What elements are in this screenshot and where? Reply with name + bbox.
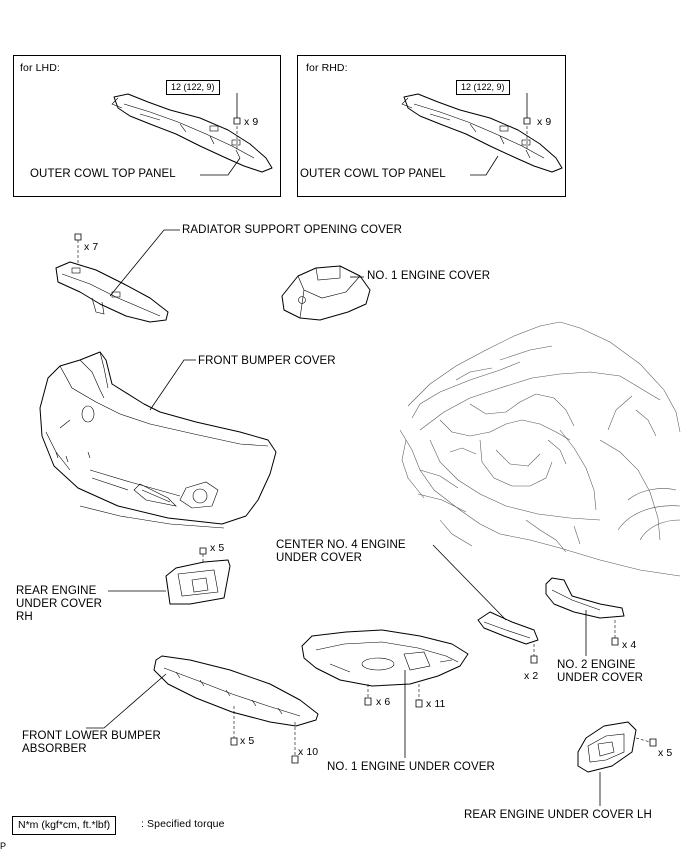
rhd-cowl-panel-illustration — [401, 93, 563, 176]
lhd-outer-cowl-label: OUTER COWL TOP PANEL — [30, 168, 176, 180]
lhd-torque-value: 12 (122, 9) — [166, 80, 220, 95]
radiator-cover-label: RADIATOR SUPPORT OPENING COVER — [182, 224, 403, 236]
no1-under-count-b: x 11 — [426, 698, 446, 710]
engine-cover-illustration — [281, 265, 371, 321]
footer-code: P — [0, 841, 7, 851]
no2-under-count: x 4 — [622, 639, 637, 651]
front-lower-absorber-label: FRONT LOWER BUMPER ABSORBER — [22, 730, 161, 755]
no1-under-cover-illustration — [301, 629, 469, 758]
torque-legend-unit: N*m (kgf*cm, ft.*lbf) — [12, 816, 117, 835]
front-bumper-label: FRONT BUMPER COVER — [198, 355, 336, 367]
front-lower-count-a: x 5 — [240, 735, 255, 747]
no1-under-label: NO. 1 ENGINE UNDER COVER — [327, 761, 495, 773]
rear-lh-count: x 5 — [658, 747, 673, 759]
vehicle-front-illustration — [399, 321, 681, 577]
radiator-support-cover-illustration — [55, 229, 180, 323]
rear-rh-label: REAR ENGINE UNDER COVER RH — [16, 585, 103, 623]
no2-under-label: NO. 2 ENGINE UNDER COVER — [557, 659, 644, 684]
rear-rh-count: x 5 — [210, 542, 225, 554]
lhd-panel — [13, 55, 281, 197]
center-no4-label: CENTER NO. 4 ENGINE UNDER COVER — [276, 539, 406, 564]
rear-lh-under-cover-illustration — [577, 721, 657, 806]
center-no4-count: x 2 — [524, 670, 539, 682]
rhd-panel — [297, 55, 566, 197]
no1-under-count-a: x 6 — [376, 696, 391, 708]
rhd-panel-title: for RHD: — [306, 62, 348, 74]
lhd-bolt-count: x 9 — [244, 116, 259, 128]
engine-cover-label: NO. 1 ENGINE COVER — [367, 270, 491, 282]
lhd-panel-title: for LHD: — [20, 62, 60, 74]
rear-rh-under-cover-illustration — [108, 547, 231, 605]
rhd-bolt-count: x 9 — [537, 116, 552, 128]
rhd-torque-value: 12 (122, 9) — [456, 80, 510, 95]
no2-under-cover-illustration — [545, 577, 625, 656]
front-lower-absorber-illustration — [86, 655, 319, 764]
lhd-cowl-panel-illustration — [111, 93, 273, 176]
front-lower-count-b: x 10 — [298, 746, 319, 758]
rear-lh-label: REAR ENGINE UNDER COVER LH — [464, 809, 652, 821]
radiator-cover-count: x 7 — [84, 241, 99, 253]
front-bumper-cover-illustration — [39, 351, 277, 529]
torque-legend-text: : Specified torque — [141, 818, 225, 830]
rhd-outer-cowl-label: OUTER COWL TOP PANEL — [300, 168, 446, 180]
center-no4-under-cover-illustration — [432, 544, 539, 664]
